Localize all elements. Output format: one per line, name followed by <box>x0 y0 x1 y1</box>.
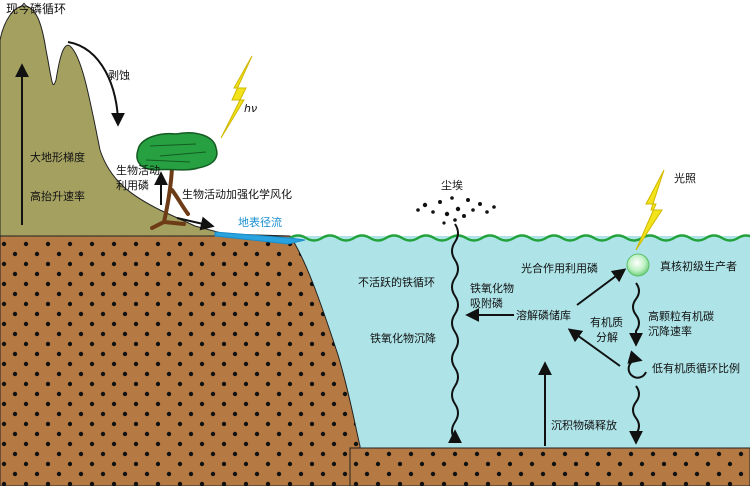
producer-cell-icon <box>626 253 650 277</box>
sinking-arrow-upper <box>629 282 643 347</box>
recycle-circle-icon <box>627 350 647 379</box>
photosynthesis-arrow <box>576 268 627 306</box>
bio-weathering-label: 生物活动加强化学风化 <box>182 187 292 201</box>
erosion-arrow <box>67 41 125 127</box>
fe-adsorb-label-2: 吸附磷 <box>470 296 503 310</box>
dust-label: 尘埃 <box>441 178 463 192</box>
sinking-label-2: 沉降速率 <box>648 324 692 338</box>
diagram-title: 现今磷循环 <box>6 1 66 16</box>
inactive-fe-cycle-label: 不活跃的铁循环 <box>358 275 435 289</box>
om-decomp-label-2: 分解 <box>596 330 618 344</box>
runoff-arrow <box>214 231 306 245</box>
om-recycle-label: 低有机质循环比例 <box>652 361 740 375</box>
seafloor-dots <box>352 449 750 486</box>
sediment-release-label: 沉积物磷释放 <box>551 418 617 432</box>
fe-sinking-arrow <box>448 223 462 444</box>
dissolved-p-label: 溶解磷储库 <box>516 308 571 322</box>
bio-utilization-label-1: 生物活动 <box>116 163 160 177</box>
decomp-arrow <box>567 328 621 367</box>
fe-sinking-label: 铁氧化物沉降 <box>370 331 436 345</box>
photosynthesis-label: 光合作用利用磷 <box>521 261 598 275</box>
erosion-label: 剥蚀 <box>108 68 130 82</box>
sinking-arrow-lower <box>629 385 643 445</box>
tree-icon <box>136 132 218 230</box>
lightning-bolt-icon <box>220 55 253 139</box>
fe-adsorb-label-1: 铁氧化物 <box>470 281 514 295</box>
om-decomp-label-1: 有机质 <box>590 315 623 329</box>
sea-surface-wave <box>289 234 750 242</box>
bio-utilization-label-2: 利用磷 <box>116 179 149 192</box>
hv-label: hν <box>244 102 257 115</box>
topo-gradient-label: 大地形梯度 <box>30 150 85 164</box>
ocean-water <box>290 236 750 448</box>
light-label: 光照 <box>674 171 696 185</box>
dust-particles <box>416 196 496 225</box>
land-dots <box>0 236 360 486</box>
uplift-rate-label: 高抬升速率 <box>30 189 85 203</box>
bio-weathering-arrow <box>176 216 215 231</box>
runoff-label: 地表径流 <box>238 215 282 229</box>
producers-label: 真核初级生产者 <box>660 259 737 273</box>
sinking-label-1: 高颗粒有机碳 <box>648 309 714 323</box>
mountain-range <box>0 5 291 237</box>
sunlight-bolt-icon <box>635 169 665 251</box>
